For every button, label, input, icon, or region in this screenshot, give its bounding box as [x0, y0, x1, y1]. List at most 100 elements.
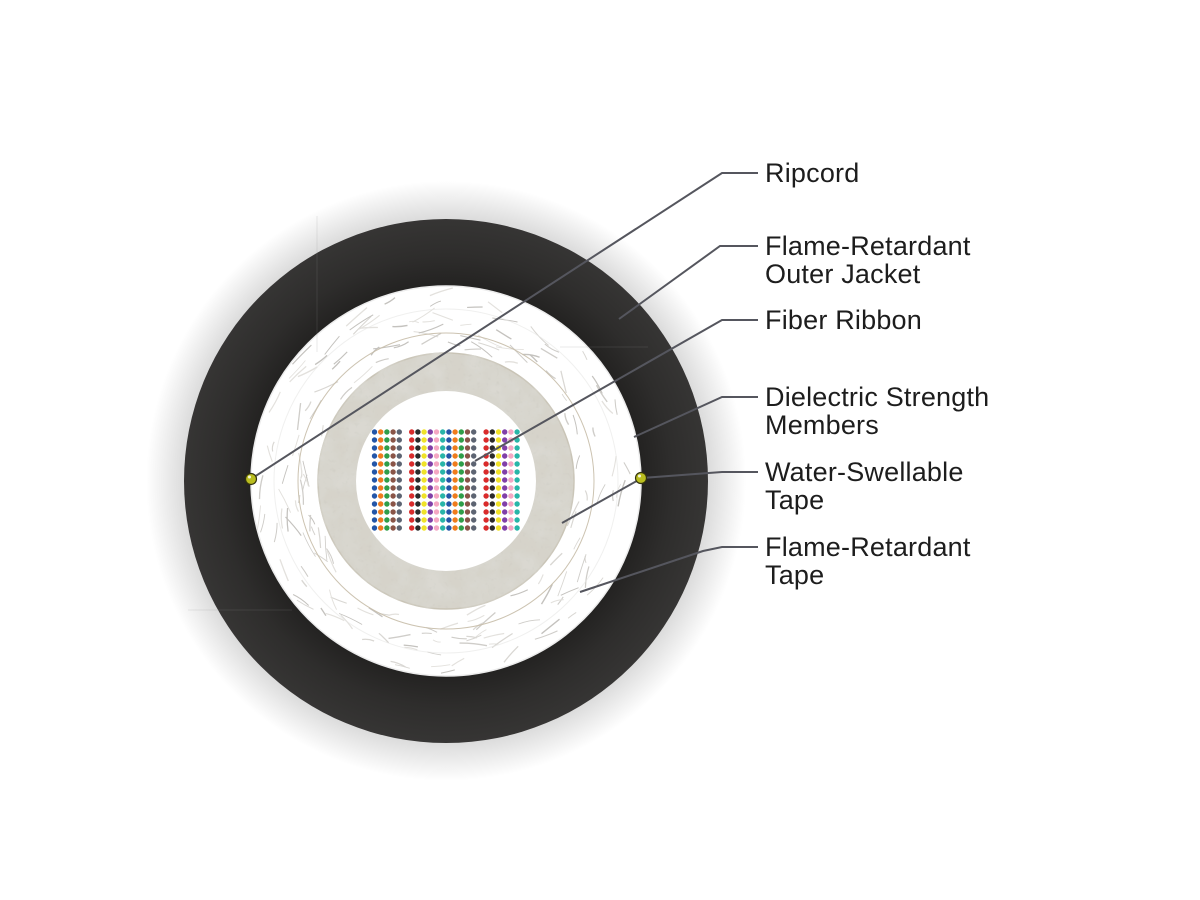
yarn-strand: [288, 360, 306, 379]
fiber-dot: [483, 501, 489, 507]
fiber-dot: [409, 485, 415, 491]
ripcord-dot: [244, 472, 258, 486]
fiber-dot: [471, 469, 477, 475]
fiber-dot: [378, 509, 384, 515]
fiber-dot: [384, 477, 390, 483]
fiber-dot: [402, 437, 409, 443]
yarn-strand: [286, 507, 289, 532]
fiber-dot: [514, 493, 520, 499]
fiber-dot: [508, 469, 514, 475]
yarn-strand: [582, 350, 588, 360]
fiber-dot: [458, 477, 464, 483]
fiber-dot: [415, 485, 421, 491]
yarn-strand: [566, 501, 580, 527]
yarn-strand: [404, 646, 418, 651]
yarn-strand: [299, 479, 305, 505]
fiber-dot: [396, 509, 402, 515]
fiber-dot: [452, 445, 458, 451]
yarn-strand: [256, 505, 261, 531]
yarn-strand: [576, 555, 586, 583]
fiber-dot: [390, 485, 396, 491]
yarn-strand: [292, 344, 312, 365]
fiber-dot: [458, 509, 464, 515]
fiber-dot: [502, 469, 508, 475]
fiber-dot: [421, 509, 427, 515]
fiber-dot: [514, 509, 520, 515]
yarn-strand: [418, 323, 444, 334]
yarn-strand: [349, 314, 374, 331]
fiber-dot: [452, 493, 458, 499]
fiber-dot: [471, 517, 477, 523]
fiber-dot: [415, 525, 421, 531]
fiber-dot: [421, 469, 427, 475]
fiber-dot: [415, 437, 421, 443]
leader-line-0: [250, 172, 758, 480]
fiber-dot: [390, 477, 396, 483]
fiber-dot: [433, 429, 440, 435]
fiber-dot: [489, 509, 495, 515]
yarn-strand: [298, 452, 303, 477]
fiber-ribbon-matrix: [371, 429, 520, 531]
yarn-strand: [301, 579, 308, 588]
fiber-dot: [502, 493, 508, 499]
fiber-dot: [390, 445, 396, 451]
yarn-strand: [540, 347, 558, 359]
fiber-dot: [402, 477, 409, 483]
fiber-dot: [409, 461, 415, 467]
fiber-dot: [378, 477, 384, 483]
fiber-dot: [427, 485, 433, 491]
fiber-dot: [396, 477, 402, 483]
fiber-dot: [396, 485, 402, 491]
fiber-dot: [402, 429, 409, 435]
fiber-dot: [378, 445, 384, 451]
fiber-dot: [371, 525, 378, 531]
fiber-dot: [502, 509, 508, 515]
fiber-dot: [464, 477, 471, 483]
yarn-strand: [541, 618, 560, 635]
fiber-dot: [458, 517, 464, 523]
yarn-strand: [466, 634, 482, 642]
yarn-strand: [560, 587, 579, 596]
fiber-dot: [427, 493, 433, 499]
fiber-dot: [440, 525, 446, 531]
yarn-strand: [280, 508, 284, 529]
yarn-strand: [331, 360, 341, 370]
tape-boundary: [273, 308, 619, 654]
fiber-dot: [371, 453, 378, 459]
fiber-dot: [384, 501, 390, 507]
yarn-strand: [475, 629, 487, 638]
yarn-strand: [560, 370, 567, 394]
fiber-dot: [452, 429, 458, 435]
yarn-strand: [429, 300, 442, 307]
fiber-dot: [384, 437, 390, 443]
fiber-dot: [384, 461, 390, 467]
yarn-strand: [392, 324, 408, 328]
fiber-dot: [446, 517, 452, 523]
fiber-dot: [508, 477, 514, 483]
yarn-strand: [570, 511, 577, 529]
fiber-dot: [452, 517, 458, 523]
fiber-dot: [502, 445, 508, 451]
fiber-dot: [433, 493, 440, 499]
fiber-dot: [489, 517, 495, 523]
fiber-dot: [390, 453, 396, 459]
fiber-dot: [409, 493, 415, 499]
fiber-dot: [371, 501, 378, 507]
yarn-strand: [478, 342, 500, 351]
yarn-strand: [432, 312, 454, 321]
fiber-dot: [440, 493, 446, 499]
fiber-dot: [471, 525, 477, 531]
yarn-strand: [432, 639, 441, 643]
yarn-strand: [384, 297, 396, 305]
fiber-dot: [489, 525, 495, 531]
yarn-strand: [317, 527, 322, 549]
leader-line-3: [633, 396, 758, 438]
yarn-strand: [358, 314, 380, 330]
yarn-strand: [447, 341, 461, 347]
yarn-strand: [483, 632, 505, 639]
fiber-dot: [390, 469, 396, 475]
yarn-strand: [460, 335, 481, 341]
fiber-dot: [396, 501, 402, 507]
fiber-dot: [440, 509, 446, 515]
yarn-strand: [550, 599, 564, 604]
